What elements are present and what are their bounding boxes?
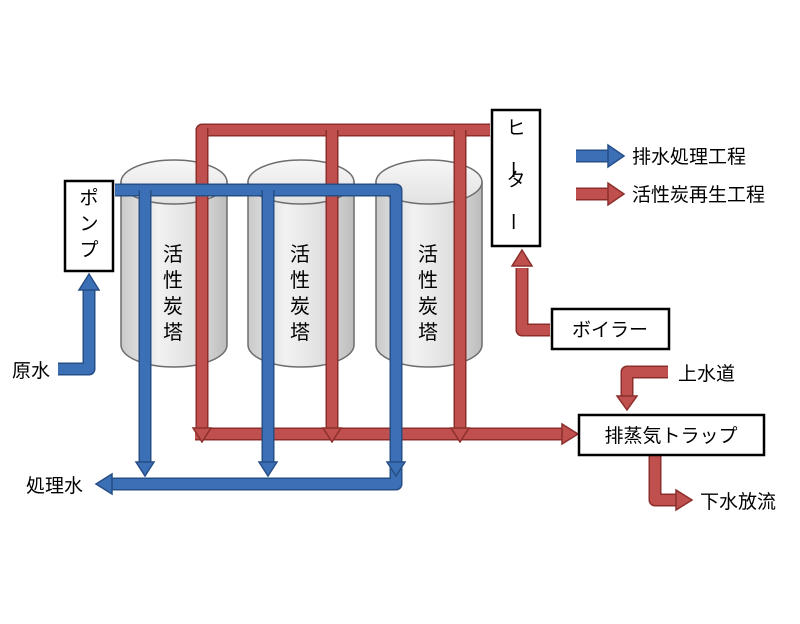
arrow-to-treated: [94, 472, 113, 496]
regeneration-arrowheads: [191, 248, 694, 512]
steam-trap-label: 排蒸気トラップ: [604, 425, 737, 447]
arrow-to-steam-trap: [561, 422, 580, 446]
boiler-box: ボイラー: [550, 307, 671, 351]
arrow-from-tap: [615, 395, 639, 412]
sewer-discharge-label: 下水放流: [700, 491, 776, 513]
arrow-to-tower-2: [321, 427, 343, 444]
legend-regeneration-label: 活性炭再生工程: [632, 184, 765, 206]
regeneration-pipes: [195, 123, 678, 507]
arrow-to-pump: [77, 272, 101, 291]
tap-water-label: 上水道: [678, 363, 735, 385]
tower-1-label: 活性炭塔: [163, 242, 183, 344]
tower-2-label: 活性炭塔: [290, 242, 310, 344]
treatment-pipes: [58, 183, 403, 491]
boiler-label: ボイラー: [572, 319, 648, 341]
arrow-to-heater: [510, 248, 534, 267]
treated-water-label: 処理水: [26, 475, 83, 497]
raw-water-label: 原水: [12, 360, 50, 382]
arrow-to-sewer: [675, 488, 694, 512]
pump-label: ポンプ: [79, 187, 98, 261]
arrow-branch-2: [257, 461, 279, 478]
heater-label: ヒーター: [501, 117, 525, 231]
treatment-arrowheads: [77, 272, 407, 496]
steam-trap-box: 排蒸気トラップ: [577, 413, 766, 457]
tower-3-label: 活性炭塔: [418, 242, 438, 344]
legend: 排水処理工程 活性炭再生工程: [576, 143, 765, 207]
legend-blue-arrow-icon: [607, 143, 626, 169]
arrow-branch-1: [134, 461, 156, 478]
legend-regeneration: 活性炭再生工程: [576, 181, 765, 207]
pump-box: ポンプ: [63, 179, 115, 273]
legend-treatment-label: 排水処理工程: [632, 146, 746, 168]
heater-box: ヒーター: [490, 108, 542, 248]
arrow-branch-3: [385, 461, 407, 478]
arrow-to-tower-1: [191, 427, 213, 444]
legend-red-arrow-icon: [607, 181, 626, 207]
arrow-to-tower-3: [449, 427, 471, 444]
legend-treatment: 排水処理工程: [576, 143, 746, 169]
